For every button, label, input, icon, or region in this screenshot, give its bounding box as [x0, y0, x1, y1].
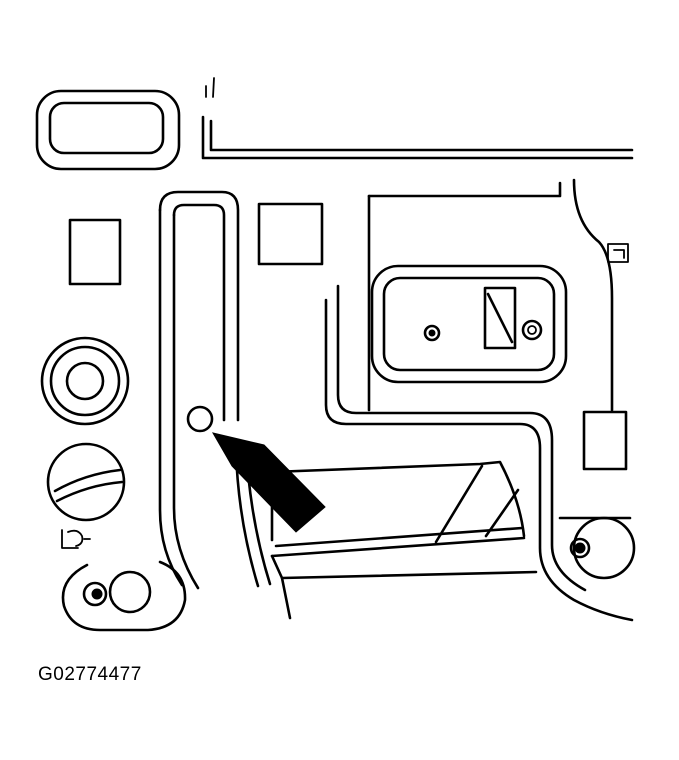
- center-console-outline: [324, 178, 634, 622]
- fastener-screw: [186, 405, 214, 433]
- top-left-rounded-pad: [35, 89, 181, 171]
- left-square-switch: [68, 218, 122, 286]
- door-latch-assembly: [370, 264, 568, 384]
- lower-left-knob-pair: [61, 560, 187, 632]
- pocket-side-edge: [234, 448, 260, 588]
- pointer-arrow: [211, 432, 326, 533]
- small-indicator-square: [607, 243, 629, 263]
- lower-storage-pocket: [270, 460, 538, 620]
- upper-panel-edge: [201, 115, 634, 160]
- figure-id-label: G02774477: [38, 664, 142, 685]
- left-round-knob: [40, 336, 130, 426]
- small-symbol-icon: [61, 529, 91, 549]
- left-striped-dial: [46, 442, 126, 522]
- pocket-side-edge-inner: [244, 444, 272, 586]
- right-round-knob: [558, 516, 636, 580]
- right-square-switch: [582, 410, 628, 471]
- vertical-trim-strip: [158, 190, 240, 590]
- center-square-switch: [257, 202, 324, 266]
- top-tick-marks: [205, 77, 215, 98]
